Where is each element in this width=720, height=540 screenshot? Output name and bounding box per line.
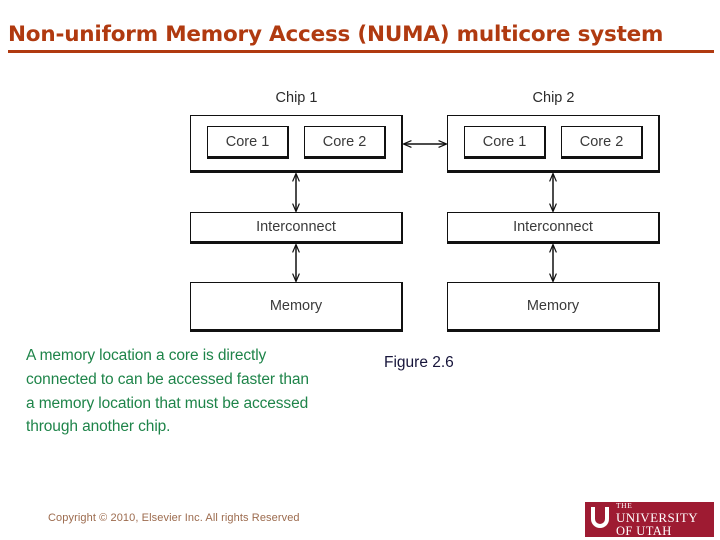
chip-2-interconnect-box: Interconnect (447, 212, 660, 244)
utah-logo-line-1: THE (616, 502, 633, 510)
chip-2-core-2-box: Core 2 (561, 126, 643, 159)
utah-logo-line-2: UNIVERSITY (616, 509, 698, 525)
chip-1-memory-label: Memory (269, 298, 323, 314)
chip-2-core-1-label: Core 1 (482, 133, 527, 150)
chip-1-interconnect-box: Interconnect (190, 212, 403, 244)
page-title: Non-uniform Memory Access (NUMA) multico… (8, 22, 714, 53)
body-text: A memory location a core is directly con… (26, 347, 309, 436)
chip-1-interconnect-label: Interconnect (256, 219, 336, 235)
figure-caption: Figure 2.6 (384, 354, 454, 371)
chip-1-box: Core 1 Core 2 (190, 115, 403, 173)
utah-u-icon (585, 502, 615, 537)
chip-2-core-1-box: Core 1 (464, 126, 546, 159)
chip-1-core-1-label: Core 1 (225, 133, 270, 150)
chip-2-label: Chip 2 (532, 90, 575, 106)
chip-1-memory-box: Memory (190, 282, 403, 332)
chip-1-label: Chip 1 (275, 90, 318, 106)
chip-1-core-2-label: Core 2 (322, 133, 367, 150)
chip-1-core-1-box: Core 1 (207, 126, 289, 159)
utah-logo-line-3: OF UTAH (616, 523, 672, 537)
chip-1-core-2-box: Core 2 (304, 126, 386, 159)
chip-2-core-2-label: Core 2 (579, 133, 624, 150)
chip-2-interconnect-label: Interconnect (513, 219, 593, 235)
chip-2-box: Core 1 Core 2 (447, 115, 660, 173)
copyright-notice: Copyright © 2010, Elsevier Inc. All righ… (48, 512, 300, 524)
university-of-utah-logo: THE UNIVERSITY OF UTAH (585, 502, 714, 537)
chip-2-memory-box: Memory (447, 282, 660, 332)
utah-logo-words: THE UNIVERSITY OF UTAH (615, 502, 714, 537)
chip-2-memory-label: Memory (526, 298, 580, 314)
